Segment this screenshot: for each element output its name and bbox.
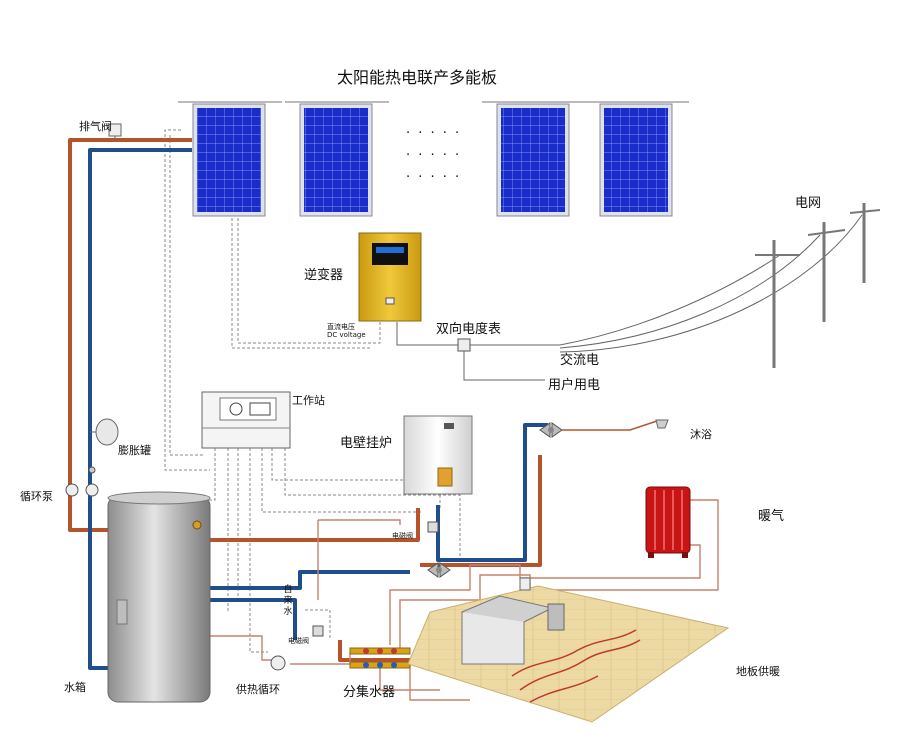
solar-panel-4 [585, 101, 689, 217]
wall-boiler [403, 415, 473, 495]
bidirectional-meter [457, 338, 471, 352]
diagram-title: 太阳能热电联产多能板 [337, 68, 498, 87]
inverter-label: 逆变器 [304, 268, 344, 283]
floor-heating-label: 地板供暖 [736, 665, 780, 678]
solar-panel-array [178, 101, 689, 217]
manifold-unit [349, 647, 411, 669]
manifold-label: 分集水器 [343, 685, 396, 700]
expansion-tank [90, 418, 119, 446]
exhaust-valve-label: 排气阀 [79, 120, 112, 133]
bidirectional-meter-label: 双向电度表 [436, 322, 502, 337]
solar-panel-1 [178, 101, 282, 217]
floor-heating-area [407, 577, 730, 723]
heating-loop-lines [210, 499, 719, 701]
dc-voltage-en-label: DC voltage [327, 331, 366, 339]
circulation-pump-label: 循环泵 [20, 490, 53, 503]
solenoid-valve-boiler [427, 521, 439, 533]
radiator [645, 486, 691, 558]
shower-head [562, 419, 669, 431]
exhaust-valve [108, 123, 122, 142]
wall-boiler-label: 电壁挂炉 [340, 436, 393, 451]
expansion-tank-label: 膨胀罐 [118, 444, 151, 457]
heat-supply-loop-label: 供热循环 [236, 683, 280, 696]
heating-label: 暖气 [758, 509, 785, 524]
panel-ellipsis: · · · · · [406, 126, 462, 141]
shower-label: 沐浴 [690, 428, 712, 441]
tap-water-label: 自来水 [283, 585, 293, 617]
grid-label: 电网 [795, 196, 822, 211]
utility-poles [755, 203, 881, 368]
three-way-valve-lower [427, 562, 451, 578]
power-lines [396, 214, 863, 381]
solenoid-valve-tap-label: 电磁阀 [288, 637, 309, 645]
circulation-pump [65, 466, 99, 497]
water-tank [107, 491, 211, 703]
panel-ellipsis-2: · · · · · [406, 148, 462, 163]
dc-voltage-cn-label: 直流电压 [327, 323, 355, 331]
user-power-label: 用户用电 [548, 378, 601, 393]
heat-supply-pump [270, 655, 286, 671]
ac-power-label: 交流电 [560, 353, 600, 368]
panel-ellipsis-3: · · · · · [406, 170, 462, 185]
three-way-valve-upper [539, 422, 563, 438]
cold-water-pipes [88, 148, 548, 670]
workstation-unit [201, 391, 291, 449]
water-tank-label: 水箱 [64, 681, 86, 694]
inverter-unit [358, 232, 422, 322]
solenoid-valve-tap [312, 625, 324, 637]
workstation-label: 工作站 [292, 394, 325, 407]
solar-panel-2 [285, 101, 389, 217]
solar-panel-3 [482, 101, 586, 217]
solenoid-valve-boiler-label: 电磁阀 [392, 532, 413, 540]
